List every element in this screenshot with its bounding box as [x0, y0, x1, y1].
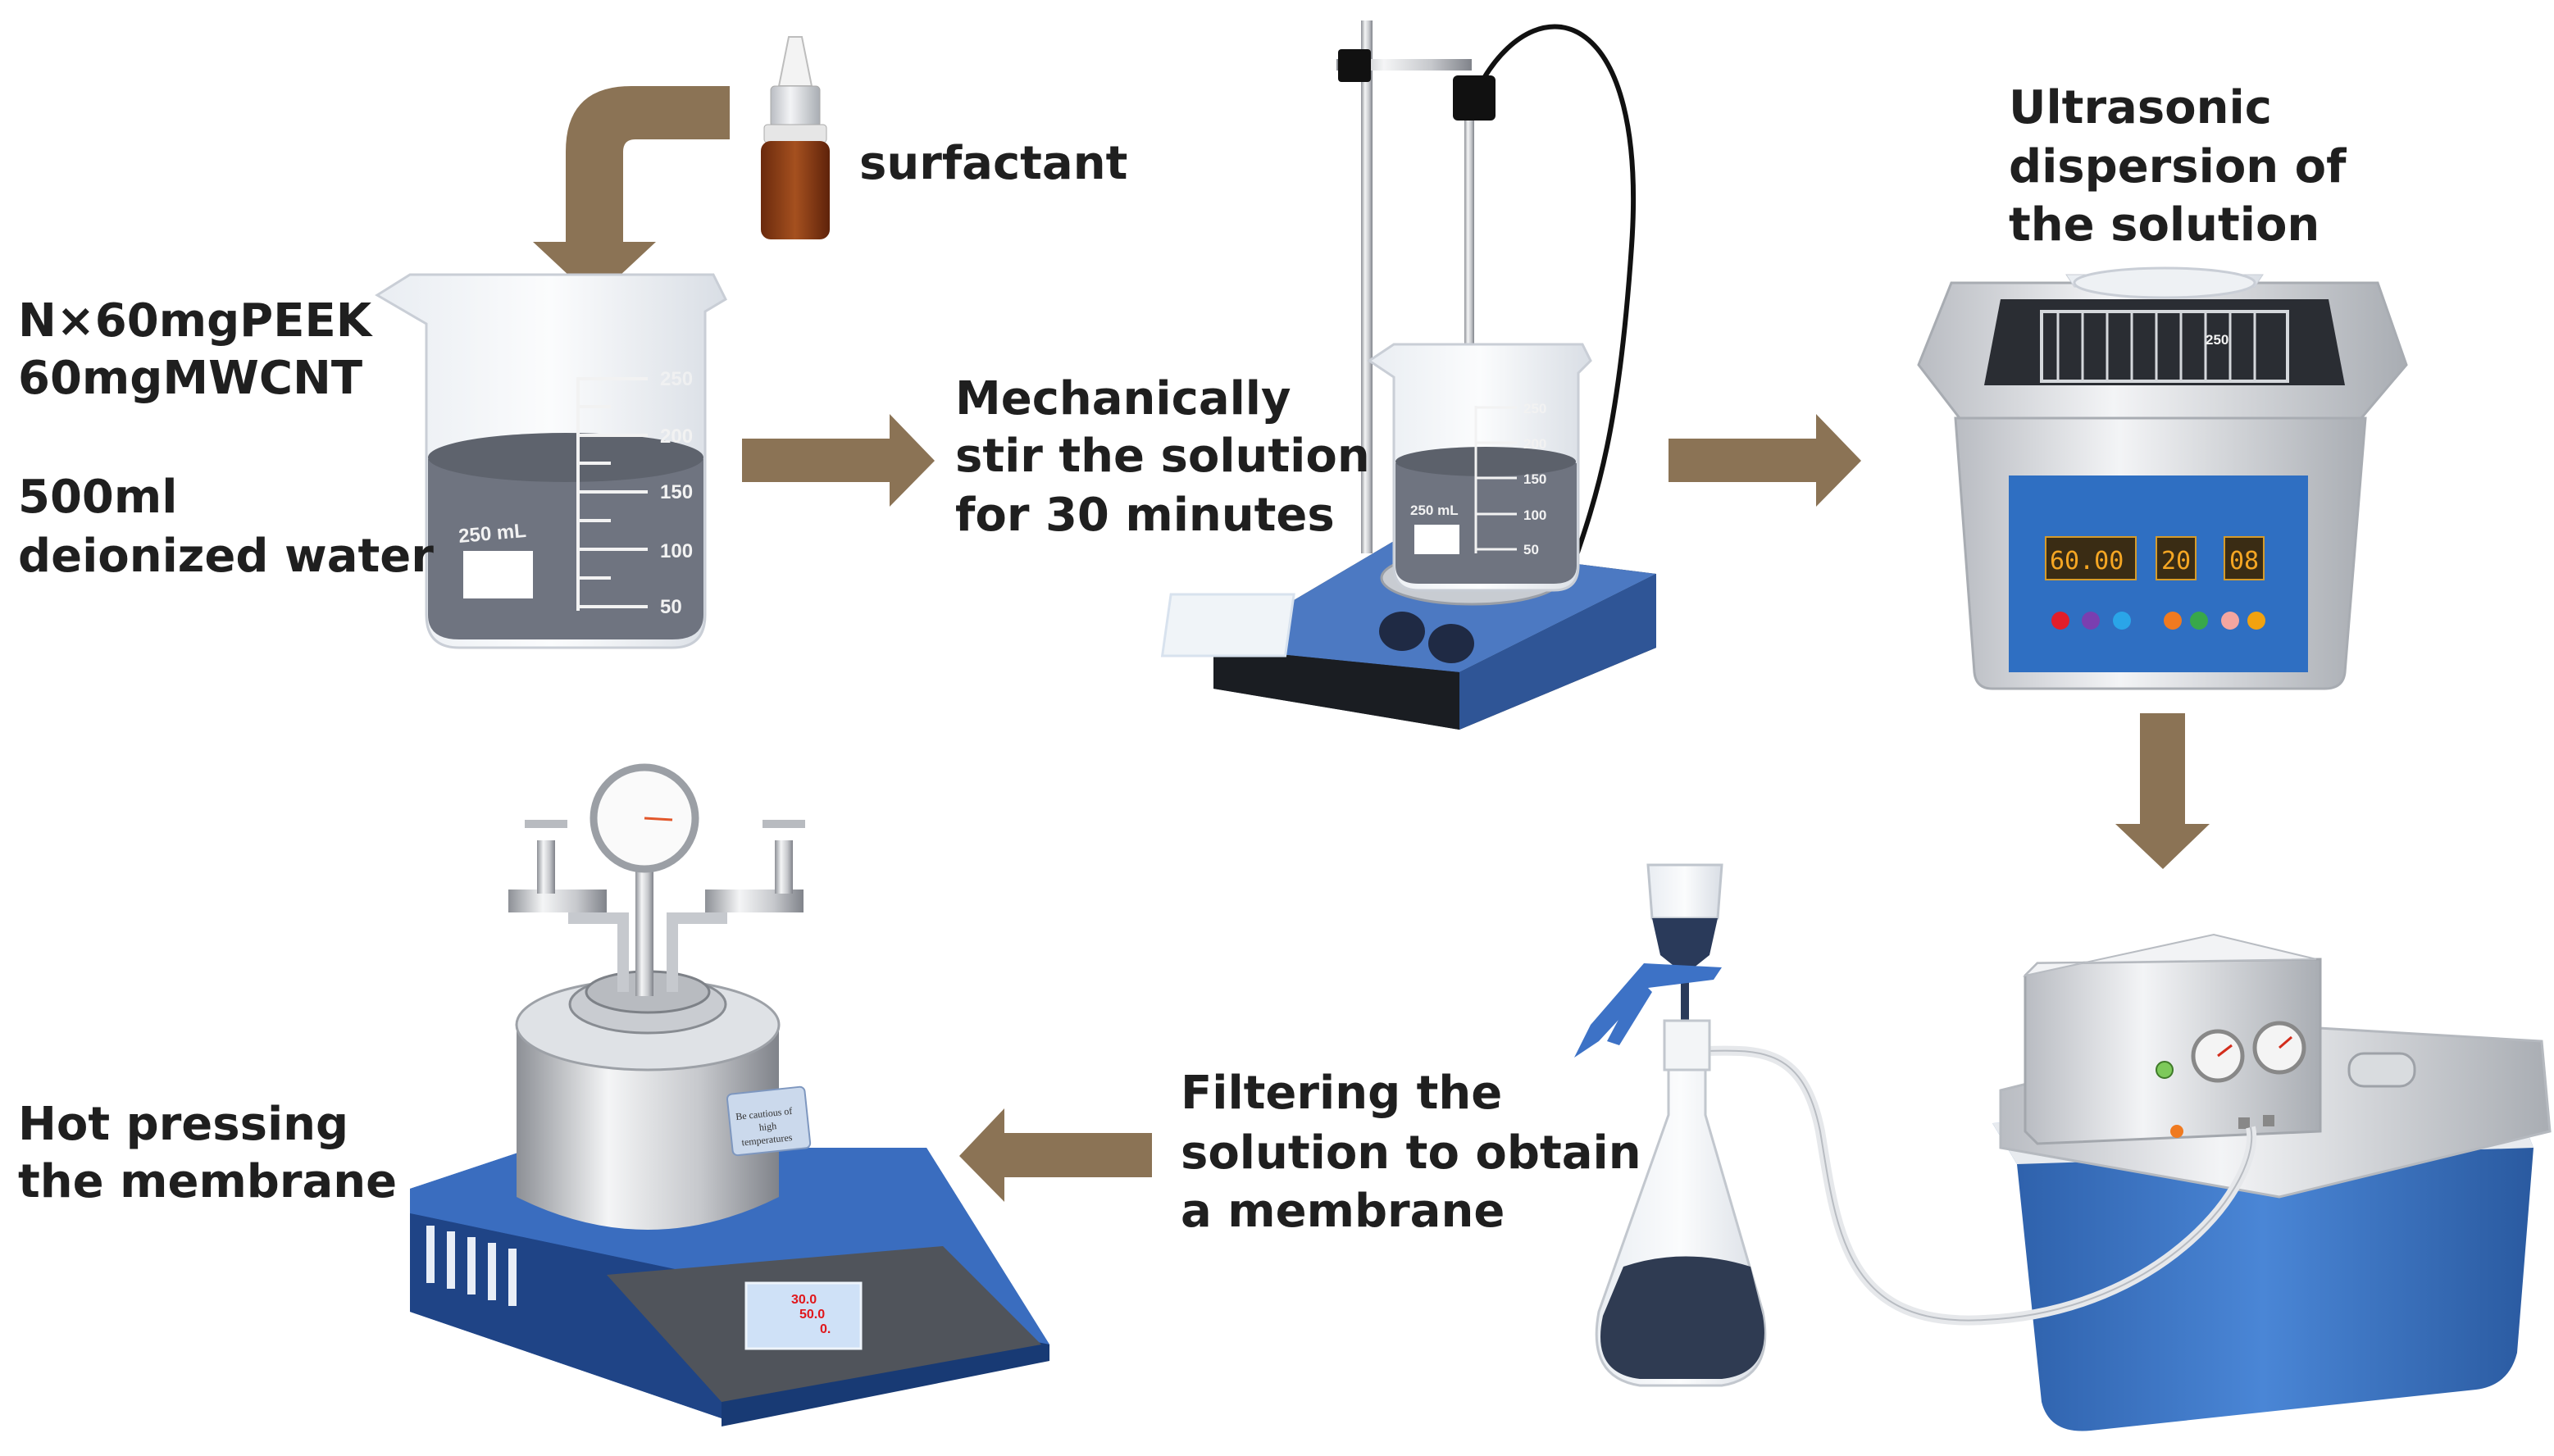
arrow-left	[959, 1108, 1152, 1202]
filter-label-line: a membrane	[1181, 1185, 1505, 1238]
arrow-right-1	[742, 414, 935, 507]
ultrasonic-display-temp: 20	[2161, 547, 2191, 576]
large-beaker-tick: 200	[660, 425, 693, 448]
materials-label-line: 60mgMWCNT	[18, 352, 362, 405]
press-label-line: Hot pressing	[18, 1098, 348, 1151]
large-beaker-icon	[375, 273, 727, 649]
small-beaker-tick: 200	[1523, 436, 1546, 452]
magnetic-stirrer-icon	[1160, 20, 1656, 730]
ultrasonic-label-line: dispersion of	[2009, 140, 2347, 193]
small-beaker-tick: 250	[1523, 401, 1546, 416]
materials-label-line: deionized water	[18, 530, 434, 583]
large-beaker-tick: 250	[660, 368, 693, 390]
arrow-right-2	[1669, 414, 1861, 507]
arrow-down	[2115, 713, 2210, 869]
large-beaker-tick: 100	[660, 540, 693, 562]
vacuum-pump-icon	[1992, 933, 2552, 1431]
warning-label-line: temperatures	[741, 1131, 793, 1148]
large-beaker-tick: 50	[660, 596, 682, 618]
stir-label-line: stir the solution	[955, 430, 1370, 483]
press-label-line: the membrane	[18, 1155, 397, 1208]
press-display-line: 50.0	[799, 1308, 825, 1322]
small-beaker-tick: 50	[1523, 542, 1539, 557]
ultrasonic-label-line: the solution	[2009, 198, 2320, 252]
surfactant-bottle-icon	[761, 36, 830, 239]
stir-label-line: Mechanically	[955, 372, 1291, 425]
filter-label-line: Filtering the	[1181, 1067, 1502, 1120]
warning-label-line: high	[758, 1120, 777, 1133]
small-beaker-volume: 250 mL	[1410, 503, 1459, 518]
materials-label-line: 500ml	[18, 471, 177, 524]
ultrasonic-display-time: 08	[2229, 547, 2259, 576]
ultrasonic-display-value: 60.00	[2050, 547, 2124, 576]
large-beaker-tick: 150	[660, 481, 693, 503]
filtration-flask-icon	[1574, 863, 1767, 1387]
basket-tick: 250	[2206, 332, 2228, 348]
hot-press-icon	[410, 763, 1049, 1426]
small-beaker-tick: 150	[1523, 471, 1546, 487]
surfactant-label: surfactant	[859, 137, 1127, 190]
arrow-pipe-down	[533, 86, 730, 299]
ultrasonic-label-line: Ultrasonic	[2009, 81, 2272, 134]
materials-label-line: N×60mgPEEK	[18, 294, 374, 348]
press-display-line: 0.	[820, 1322, 831, 1336]
stir-label-line: for 30 minutes	[955, 489, 1335, 542]
ultrasonic-cleaner-icon	[1917, 266, 2408, 690]
press-display-line: 30.0	[791, 1293, 817, 1307]
small-beaker-tick: 100	[1523, 507, 1546, 523]
filter-label-line: solution to obtain	[1181, 1126, 1641, 1180]
